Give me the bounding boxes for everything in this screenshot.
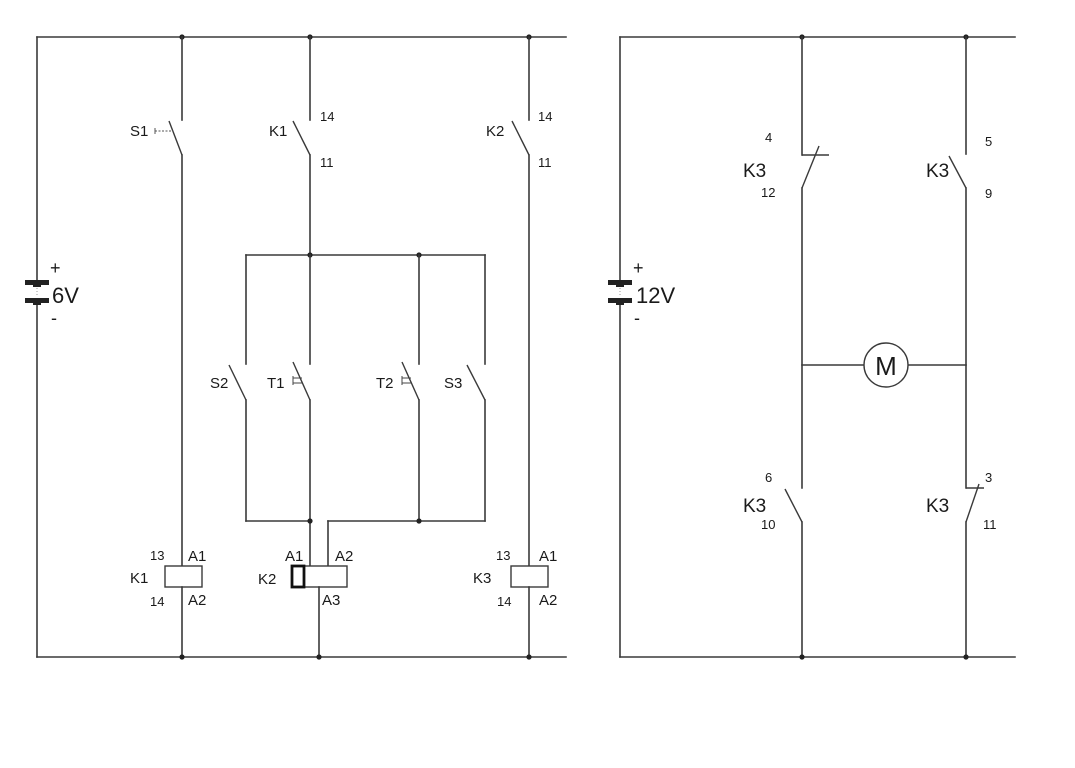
button-t1-blade [292,361,311,401]
contact-k3-terminal-10: 10 [761,517,775,532]
button-t2-blade [401,361,420,401]
contact-k2-blade [511,120,530,156]
switch-s3-label: S3 [444,375,462,392]
power-right-leg: 5 K3 9 3 K3 11 [926,34,997,660]
button-t2-label: T2 [376,375,394,392]
coil-k3-label: K3 [473,570,491,587]
contact-k1-blade [292,120,311,156]
battery-plate-negative [25,298,49,303]
battery-6v-plus: + [50,258,61,278]
switch-s2-label: S2 [210,375,228,392]
contact-k3-nc-blade [965,483,980,523]
switch-s2-blade [228,364,247,401]
button-t1-pushbutton-icon [292,376,302,385]
battery-12v: + 12V - [608,258,675,328]
contact-k2-terminal-14: 14 [538,109,552,124]
coil-k2-delay-icon [290,564,306,589]
battery-12v-label: 12V [636,283,675,308]
branch-s1-k1: S1 13 A1 K1 14 A2 [130,34,206,660]
coil-k1-terminal-14: 14 [150,594,164,609]
motor-icon [863,342,909,388]
battery-plate-negative-tab [616,303,624,305]
switch-s1-blade [168,120,183,156]
junction [416,518,422,524]
battery-12v-minus: - [634,308,640,328]
coil-k3-terminal-13: 13 [496,548,510,563]
control-circuit: + 6V - S1 13 A1 K1 14 A2 K1 [25,34,567,660]
contact-k3-terminal-4: 4 [765,130,772,145]
coil-k1-terminal-a2: A2 [188,592,206,609]
coil-k2-terminal-a1: A1 [285,548,303,565]
contact-k3-terminal-12: 12 [761,185,775,200]
battery-plate-positive-tab [616,285,624,287]
contact-k3-terminal-9: 9 [985,186,992,201]
contact-k3-label: K3 [926,161,949,182]
contact-k1-terminal-14: 14 [320,109,334,124]
contact-k3-no-blade [784,488,803,523]
coil-k1 [164,565,203,588]
contact-k3-nc-blade [801,145,820,189]
coil-k2-terminal-a2: A2 [335,548,353,565]
contact-k3-terminal-11: 11 [983,517,997,532]
contact-k3-label: K3 [743,161,766,182]
coil-k1-label: K1 [130,570,148,587]
switch-s1-label: S1 [130,123,148,140]
contact-k1-label: K1 [269,123,287,140]
battery-6v-minus: - [51,308,57,328]
contact-k3-label: K3 [926,496,949,517]
coil-k2-label: K2 [258,571,276,588]
contact-k2-terminal-11: 11 [538,155,552,170]
contact-k3-no-blade [948,155,967,189]
battery-plate-positive [608,280,632,285]
battery-plate-negative [608,298,632,303]
battery-plate-positive-tab [33,285,41,287]
coil-k3 [510,565,549,588]
coil-k3-terminal-a1: A1 [539,548,557,565]
coil-k1-terminal-a1: A1 [188,548,206,565]
junction [307,518,313,524]
battery-plate-negative-tab [33,303,41,305]
button-t2-pushbutton-icon [401,376,411,385]
contact-k3-terminal-3: 3 [985,470,992,485]
power-left-leg: 4 K3 12 6 K3 10 [743,34,829,660]
motor-label: M [875,351,897,381]
contact-k1-terminal-11: 11 [320,155,334,170]
coil-k3-terminal-a2: A2 [539,592,557,609]
battery-6v: + 6V - [25,258,79,328]
branch-k2-k3: K2 14 11 13 A1 K3 14 A2 [473,34,557,660]
contact-k2-label: K2 [486,123,504,140]
junction [799,654,805,660]
button-t1-label: T1 [267,375,285,392]
battery-12v-plus: + [633,258,644,278]
branch-k1-k2: K1 14 11 S2 T1 T2 [210,34,486,660]
coil-k3-terminal-14: 14 [497,594,511,609]
coil-k1-terminal-13: 13 [150,548,164,563]
switch-s3-blade [466,364,486,401]
contact-k3-terminal-6: 6 [765,470,772,485]
junction [963,654,969,660]
power-circuit: + 12V - 4 K3 12 6 K3 10 [608,34,1016,660]
contact-k3-label: K3 [743,496,766,517]
battery-6v-label: 6V [52,283,79,308]
motor-bridge: M [801,342,967,388]
junction [316,654,322,660]
coil-k2-terminal-a3: A3 [322,592,340,609]
junction [526,654,532,660]
junction [179,654,185,660]
contact-k3-terminal-5: 5 [985,134,992,149]
battery-plate-positive [25,280,49,285]
